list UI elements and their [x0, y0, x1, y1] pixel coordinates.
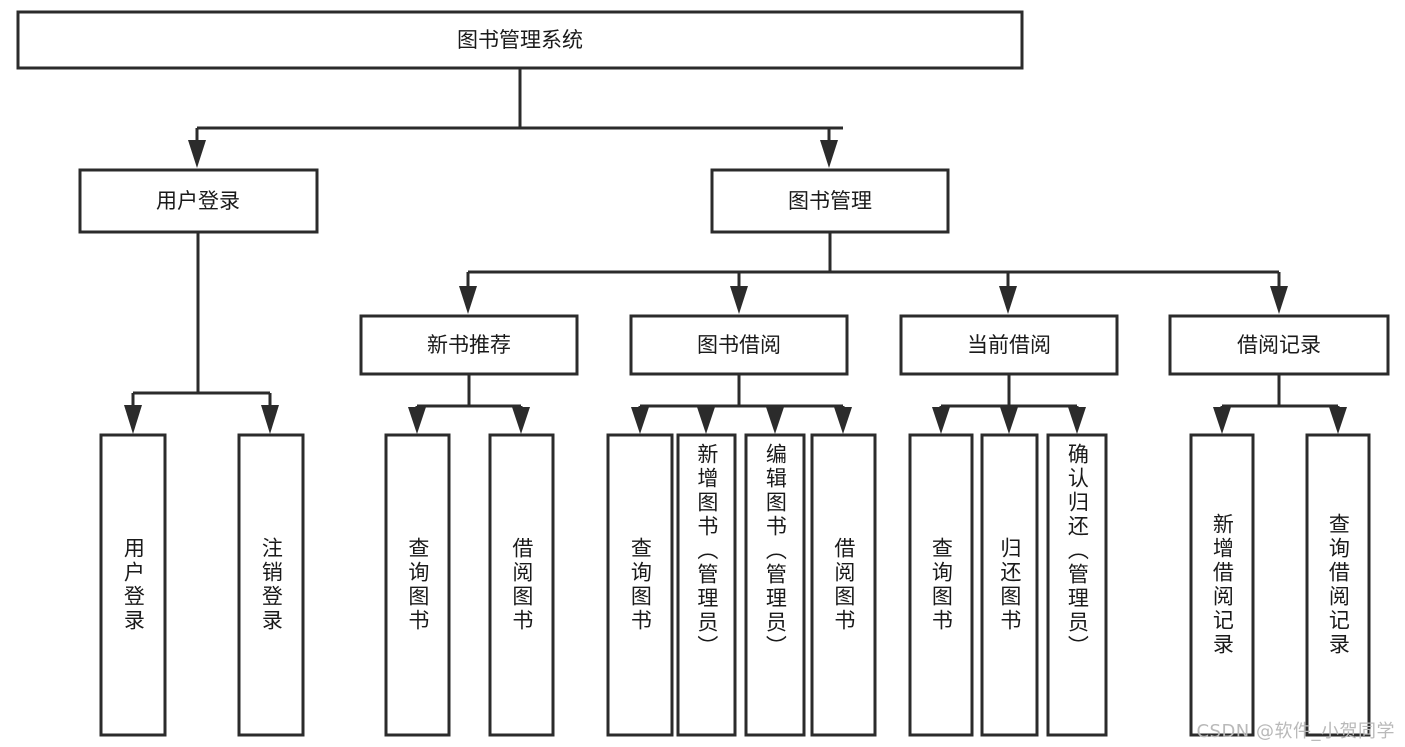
node-book-borrow[interactable]: 图书借阅 [629, 314, 849, 376]
arrow-head-icon [261, 405, 279, 434]
book-management-label: 图书管理 [788, 189, 872, 213]
arrow-head-icon [766, 407, 784, 434]
leaf-box-user-logout[interactable] [237, 433, 305, 737]
leaf-box-user-login[interactable] [99, 433, 167, 737]
connector-current-borrow-to-leaves [932, 374, 1086, 434]
leaf-box-query-record[interactable] [1305, 433, 1371, 737]
connector-book-borrow-to-leaves [631, 374, 852, 434]
leaf-box-confirm-return[interactable] [1046, 433, 1108, 737]
leaf-box-query-book-1[interactable] [384, 433, 451, 737]
node-current-borrow[interactable]: 当前借阅 [899, 314, 1119, 376]
root-box[interactable] [16, 10, 1024, 70]
arrow-head-icon [834, 407, 852, 434]
connector-root-to-level2 [188, 68, 843, 168]
arrow-head-icon [512, 407, 530, 434]
root-label: 图书管理系统 [457, 28, 583, 52]
connector-borrow-record-to-leaves [1213, 374, 1347, 434]
arrow-head-icon [1270, 286, 1288, 314]
arrow-head-icon [408, 407, 426, 434]
arrow-head-icon [932, 407, 950, 434]
borrow-record-label: 借阅记录 [1237, 333, 1321, 357]
leaf-box-edit-book[interactable] [744, 433, 806, 737]
connector-new-book-recommend-to-leaves [408, 374, 530, 434]
new-book-recommend-label: 新书推荐 [427, 333, 511, 357]
leaf-box-add-record[interactable] [1189, 433, 1255, 737]
leaf-box-return-book[interactable] [980, 433, 1039, 737]
arrow-head-icon [820, 140, 838, 168]
arrow-head-icon [124, 405, 142, 434]
current-borrow-box[interactable] [899, 314, 1119, 376]
leaf-box-query-book-3[interactable] [908, 433, 974, 737]
leaf-box-borrow-book-2[interactable] [810, 433, 877, 737]
arrow-head-icon [1213, 407, 1231, 434]
new-book-recommend-box[interactable] [359, 314, 579, 376]
book-borrow-label: 图书借阅 [697, 333, 781, 357]
connector-book-management-to-level3 [459, 232, 1288, 314]
leaf-box-query-book-2[interactable] [606, 433, 674, 737]
arrow-head-icon [631, 407, 649, 434]
node-borrow-record[interactable]: 借阅记录 [1168, 314, 1390, 376]
arrow-head-icon [188, 140, 206, 168]
csdn-watermark: CSDN @软件_小贺同学 [1196, 721, 1395, 742]
current-borrow-label: 当前借阅 [967, 333, 1051, 357]
arrow-head-icon [1068, 407, 1086, 434]
leaf-box-borrow-book-1[interactable] [488, 433, 555, 737]
arrow-head-icon [1000, 407, 1018, 434]
arrow-head-icon [459, 286, 477, 314]
arrow-head-icon [730, 286, 748, 314]
leaf-box-add-book[interactable] [676, 433, 737, 737]
arrow-head-icon [999, 286, 1017, 314]
arrow-head-icon [697, 407, 715, 434]
user-login-box[interactable] [78, 168, 319, 234]
node-new-book-recommend[interactable]: 新书推荐 [359, 314, 579, 376]
node-book-management[interactable]: 图书管理 [710, 168, 950, 234]
connector-user-login-to-leaves [124, 232, 279, 434]
user-login-label: 用户登录 [156, 189, 240, 213]
node-root[interactable]: 图书管理系统 [16, 10, 1024, 70]
node-user-login[interactable]: 用户登录 [78, 168, 319, 234]
arrow-head-icon [1329, 407, 1347, 434]
